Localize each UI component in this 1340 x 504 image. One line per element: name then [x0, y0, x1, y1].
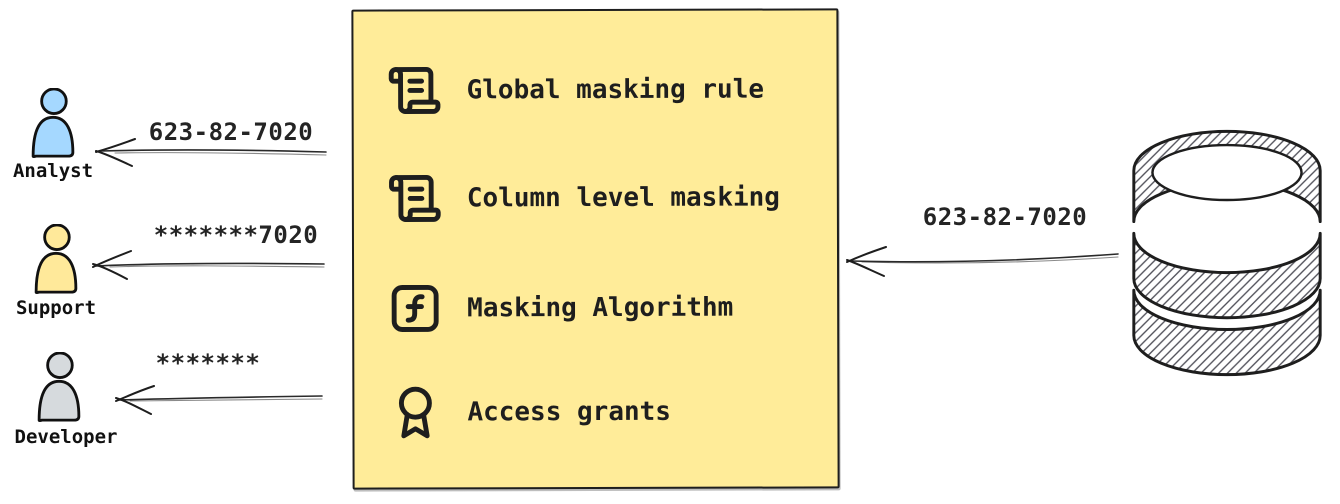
arrow-db-to-box	[846, 246, 1119, 277]
db-middle-band	[1132, 231, 1322, 320]
mask-feature-row: Access grants	[387, 383, 671, 442]
scroll-text-icon	[389, 174, 441, 222]
person-head	[40, 88, 68, 115]
arrow-to-developer	[115, 385, 323, 415]
person-body	[34, 251, 78, 294]
masked-value-analyst: 623-82-7020	[148, 118, 314, 146]
db-bottom-band	[1132, 288, 1322, 377]
scroll-text-icon	[388, 66, 441, 114]
actor-label-support: Support	[15, 297, 97, 319]
masked-value-developer: *******	[155, 349, 261, 377]
actor-label-developer: Developer	[14, 426, 118, 448]
mask-feature-row: Masking Algorithm	[387, 279, 733, 338]
masking-rules-box: Global masking rule Column level masking…	[351, 8, 840, 490]
mask-feature-row: Column level masking	[387, 169, 780, 228]
mask-feature-label: Masking Algorithm	[467, 292, 734, 324]
person-body	[31, 115, 75, 158]
db-top-opening	[1151, 143, 1303, 202]
masked-value-support: *******7020	[153, 221, 319, 249]
person-body	[37, 379, 81, 422]
person-icon	[31, 88, 75, 158]
database-icon	[1132, 129, 1322, 377]
person-head	[46, 352, 74, 379]
person-icon	[34, 224, 78, 294]
mask-feature-label: Access grants	[467, 396, 671, 428]
db-source-value: 623-82-7020	[922, 203, 1088, 231]
actor-label-analyst: Analyst	[12, 160, 94, 182]
mask-feature-label: Global masking rule	[466, 74, 765, 106]
award-icon	[398, 386, 432, 439]
person-head	[43, 224, 71, 251]
square-function-icon	[391, 284, 439, 332]
mask-feature-row: Global masking rule	[387, 61, 765, 120]
arrow-to-support	[92, 250, 325, 280]
person-icon	[37, 352, 81, 422]
mask-feature-label: Column level masking	[466, 182, 780, 214]
arrow-to-analyst	[95, 138, 327, 167]
